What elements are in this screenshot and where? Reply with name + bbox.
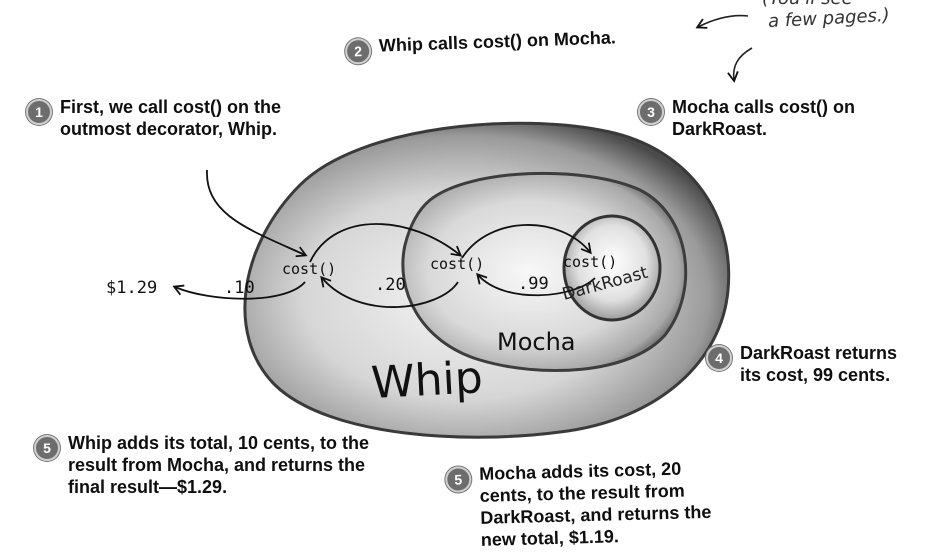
step-4: 4 DarkRoast returns its cost, 99 cents. bbox=[706, 342, 921, 386]
final-total-value: $1.29 bbox=[106, 278, 157, 298]
step-text: Mocha calls cost() on DarkRoast. bbox=[672, 97, 856, 139]
darkroast-cost-value: .99 bbox=[518, 274, 549, 294]
step-number-badge: 5 bbox=[34, 435, 60, 461]
call-arrow-into-whip bbox=[206, 169, 308, 258]
step-text: Mocha adds its cost, 20 cents, to the re… bbox=[478, 458, 712, 550]
return-arrow-whip-out bbox=[172, 281, 306, 300]
step-number-badge: 4 bbox=[706, 345, 732, 371]
step-text: First, we call cost() on the outmost dec… bbox=[60, 97, 282, 139]
step-text: Whip adds its total, 10 cents, to the re… bbox=[68, 433, 370, 497]
step-number-badge: 2 bbox=[344, 37, 372, 65]
step-3: 3 Mocha calls cost() on DarkRoast. bbox=[638, 96, 908, 140]
step-number-badge: 3 bbox=[638, 99, 664, 125]
darkroast-layer bbox=[562, 214, 662, 322]
call-arrow-whip-to-mocha bbox=[309, 223, 463, 263]
step-5-mocha: 5 Mocha adds its cost, 20 cents, to the … bbox=[444, 456, 737, 552]
mocha-cost-label: cost() bbox=[430, 255, 484, 273]
step-number-badge: 1 bbox=[26, 99, 52, 125]
mocha-cost-value: .20 bbox=[375, 275, 406, 295]
margin-arrow-down bbox=[727, 47, 753, 83]
margin-note-line-1: (You'll see bbox=[762, 0, 853, 9]
step-number-badge: 5 bbox=[444, 466, 472, 493]
margin-arrow-left bbox=[695, 14, 749, 29]
whip-cost-label: cost() bbox=[282, 260, 336, 278]
whip-cost-value: .10 bbox=[224, 278, 255, 298]
return-arrow-darkroast-to-mocha bbox=[476, 272, 596, 297]
return-arrow-mocha-to-whip bbox=[320, 275, 459, 308]
whip-name: Whip bbox=[370, 352, 484, 409]
step-text: DarkRoast returns its cost, 99 cents. bbox=[740, 343, 898, 385]
step-5-whip: 5 Whip adds its total, 10 cents, to the … bbox=[34, 432, 384, 498]
darkroast-cost-label: cost() bbox=[563, 253, 617, 271]
step-1: 1 First, we call cost() on the outmost d… bbox=[26, 96, 346, 140]
mocha-name: Mocha bbox=[497, 328, 576, 356]
call-arrow-mocha-to-darkroast bbox=[461, 224, 592, 259]
